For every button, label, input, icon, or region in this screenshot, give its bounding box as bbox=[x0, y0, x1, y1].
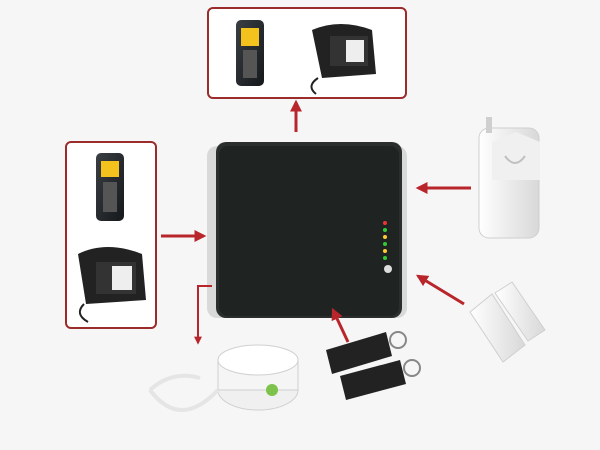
arrow-door-to-host bbox=[415, 274, 465, 306]
mobile-phone-icon bbox=[96, 153, 124, 221]
siren-icon bbox=[148, 344, 299, 412]
arrow-fob-to-host bbox=[331, 307, 350, 343]
flow-arrows bbox=[161, 99, 471, 345]
door-contact-sensor bbox=[469, 281, 546, 363]
mobile-phone-icon bbox=[236, 20, 264, 86]
left-control-box bbox=[65, 141, 157, 329]
top-notify-box bbox=[207, 7, 407, 99]
arrow-host-to-siren bbox=[194, 285, 212, 345]
desk-phone-icon bbox=[78, 247, 146, 323]
pir-motion-sensor bbox=[478, 117, 540, 239]
status-leds bbox=[383, 221, 387, 260]
power-button-icon bbox=[384, 265, 392, 273]
alarm-host bbox=[207, 142, 407, 318]
desk-phone-icon bbox=[310, 24, 376, 95]
key-fob-icon bbox=[326, 331, 421, 400]
